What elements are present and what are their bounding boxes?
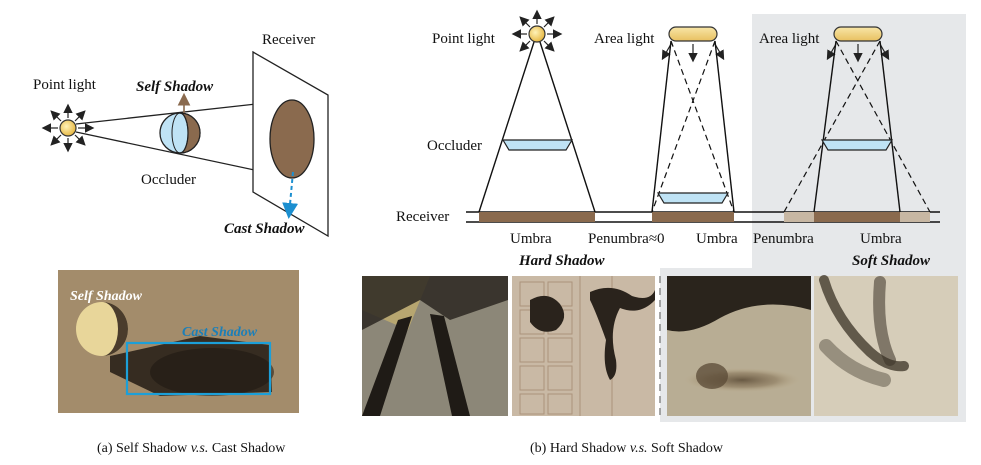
umbra-label-1: Umbra	[510, 231, 552, 247]
area-light-setup-2	[783, 26, 931, 213]
point-light-icon	[41, 103, 95, 153]
panel-a-photo: Self Shadow Cast Shadow	[58, 270, 299, 413]
penumbra-label: Penumbra	[753, 231, 814, 247]
cast-shadow-arrow	[282, 171, 299, 219]
soft-shadow-label: Soft Shadow	[852, 253, 931, 269]
hard-shadow-photo-2	[512, 276, 655, 416]
hard-shadow-photo-1	[362, 276, 508, 416]
cast-shadow-highlight-box	[125, 341, 272, 396]
photo-self-shadow-label: Self Shadow	[70, 289, 143, 304]
receiver-label: Receiver	[262, 32, 315, 48]
cast-shadow-label: Cast Shadow	[224, 221, 305, 237]
occluder-b3	[820, 139, 894, 151]
cast-shadow-ellipse	[269, 99, 315, 179]
point-light-setup	[478, 9, 596, 213]
penumbra-zero-label: Penumbra≈0	[588, 231, 665, 247]
area-light-icon-1	[668, 26, 718, 42]
umbra-label-2: Umbra	[696, 231, 738, 247]
area-light-icon-2	[833, 26, 883, 42]
caption-b: (b) Hard Shadow v.s. Soft Shadow	[530, 441, 724, 456]
caption-a: (a) Self Shadow v.s. Cast Shadow	[97, 441, 286, 456]
area-light-label-2: Area light	[759, 31, 820, 47]
area-light-setup-1	[651, 26, 735, 213]
hard-shadow-label: Hard Shadow	[518, 253, 605, 269]
receiver-bar	[466, 211, 940, 223]
soft-shadow-photo-2	[814, 275, 958, 416]
umbra-label-3: Umbra	[860, 231, 902, 247]
point-light-icon-b	[511, 9, 563, 52]
photo-cast-shadow-label: Cast Shadow	[182, 325, 258, 340]
occluder-label: Occluder	[141, 172, 196, 188]
occluder-b2	[656, 192, 730, 204]
area-light-label-1: Area light	[594, 31, 655, 47]
panel-a-diagram: Point light Self Shadow Occluder Receive…	[33, 32, 329, 238]
point-light-label-b: Point light	[432, 31, 496, 47]
soft-shadow-photo-1	[667, 276, 811, 416]
occluder-sphere	[159, 112, 201, 154]
occluder-b1	[501, 139, 574, 151]
point-light-label: Point light	[33, 77, 97, 93]
receiver-label-b: Receiver	[396, 209, 449, 225]
self-shadow-label: Self Shadow	[136, 79, 214, 95]
occluder-label-b: Occluder	[427, 138, 482, 154]
